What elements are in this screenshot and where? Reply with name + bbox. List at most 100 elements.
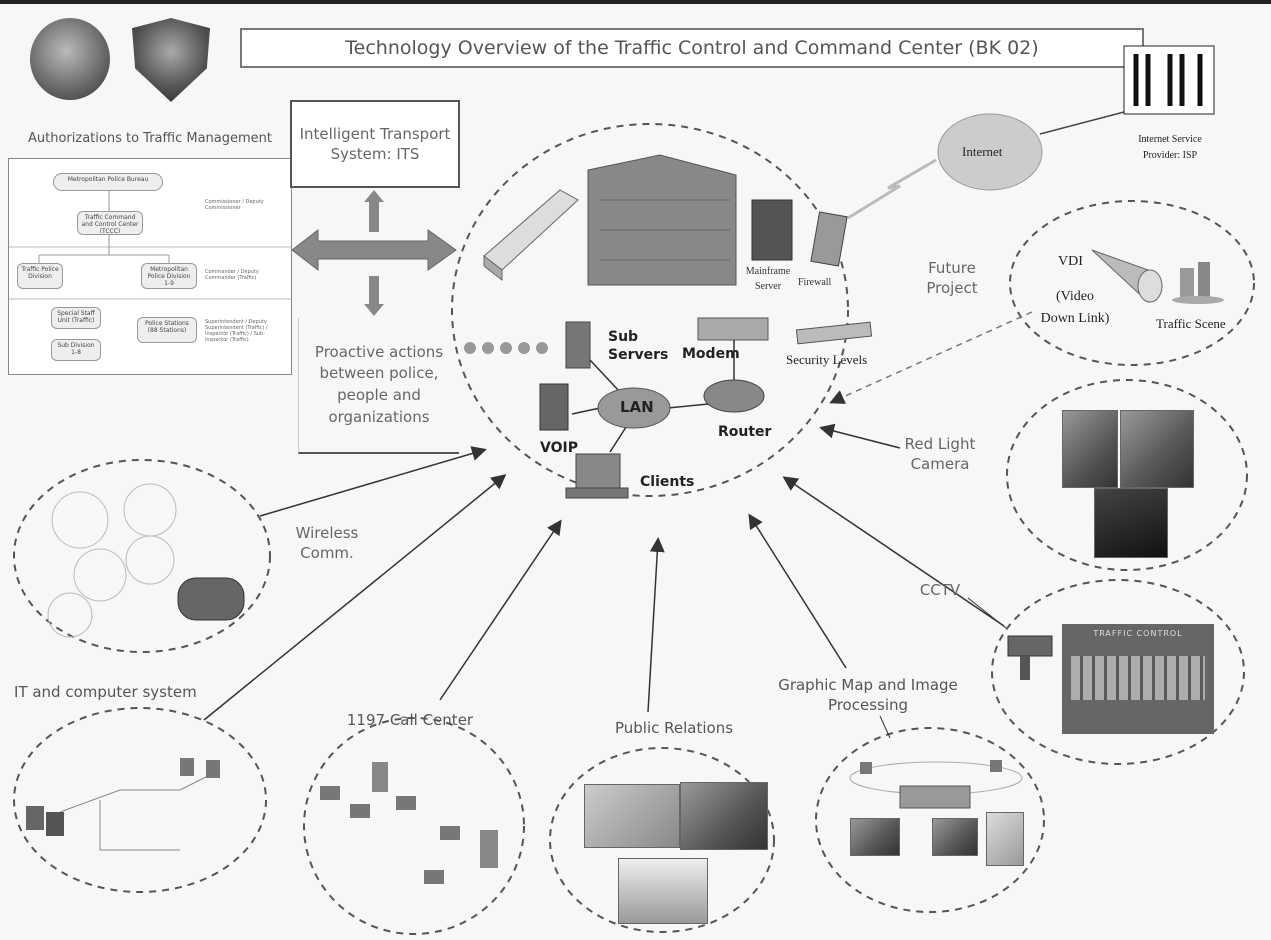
proactive-label: Proactive actions between police, people…	[314, 342, 444, 426]
isp-label: Internet Service Provider: ISP	[1138, 134, 1202, 161]
vdi-lens-icon	[1137, 269, 1163, 303]
router-icon	[703, 379, 765, 413]
arrow-public-relations	[647, 537, 665, 713]
isp-link-line	[1039, 111, 1125, 135]
wireless-circle	[13, 459, 271, 653]
cctv-screen-label: TRAFFIC CONTROL	[1093, 629, 1183, 638]
org-node-left3: Sub Division 1-8	[51, 339, 101, 361]
police-seal-logo	[30, 18, 110, 100]
lan-cloud	[597, 387, 671, 429]
router-label: Router	[718, 424, 772, 440]
map-photo-2	[932, 818, 978, 856]
map-caption-connector	[879, 715, 891, 739]
sub-server-icon	[565, 321, 591, 369]
modem-icon	[697, 317, 769, 341]
mainframe-label: Mainframe Server	[745, 266, 791, 292]
vdi-sub-label: (Video Down Link)	[1040, 289, 1110, 326]
lan-link-router	[667, 403, 709, 409]
public-relations-label: Public Relations	[614, 719, 734, 737]
arrow-cctv	[782, 476, 1005, 627]
red-light-photo-2	[1120, 410, 1194, 488]
arrow-wireless	[259, 446, 487, 517]
org-note-3: Superintendent / Deputy Superintendent (…	[205, 319, 268, 343]
lan-link-subservers	[589, 359, 621, 393]
org-chart-lines	[9, 191, 291, 300]
arrow-future-project	[829, 311, 1033, 404]
arrow-red-light	[819, 423, 901, 449]
org-node-center: Traffic Command and Control Center (TCCC…	[77, 211, 143, 235]
page-title: Technology Overview of the Traffic Contr…	[240, 28, 1144, 68]
isp-server-icon	[1123, 45, 1215, 115]
graphic-map-label: Graphic Map and Image Processing	[778, 676, 958, 715]
cctv-circle	[991, 579, 1245, 765]
tower-building-illustration	[587, 154, 737, 286]
double-arrow-up	[364, 190, 384, 232]
org-chart: Metropolitan Police Bureau Traffic Comma…	[8, 158, 292, 375]
client-keyboard-icon	[565, 487, 629, 499]
security-levels-label: Security Levels	[786, 352, 868, 367]
cctv-monitor-wall-photo: TRAFFIC CONTROL	[1062, 624, 1214, 734]
central-circle	[451, 123, 849, 497]
its-label: Intelligent Transport System: ITS	[299, 124, 451, 163]
red-light-camera-circle	[1006, 379, 1248, 571]
modem-label: Modem	[682, 346, 740, 362]
internet-label: Internet	[962, 144, 1003, 159]
cctv-label: CCTV	[919, 581, 961, 599]
its-box: Intelligent Transport System: ITS	[290, 100, 460, 188]
voip-label: VOIP	[540, 440, 578, 456]
red-light-label: Red Light Camera	[904, 435, 976, 474]
wireless-label: Wireless Comm.	[295, 524, 359, 563]
wireless-network-illustration	[47, 483, 245, 638]
it-network-illustration	[26, 758, 221, 851]
org-note-2: Commander / Deputy Commander (Traffic)	[205, 269, 259, 281]
clients-label: Clients	[640, 474, 695, 490]
red-light-photo-3	[1094, 488, 1168, 558]
arrow-it-system	[203, 474, 507, 721]
graphic-map-circle	[815, 727, 1045, 913]
it-system-label: IT and computer system	[14, 683, 197, 701]
lan-link-voip	[571, 407, 601, 415]
red-light-photo-1	[1062, 410, 1118, 488]
public-relations-circle	[549, 747, 775, 933]
cctv-caption-connector	[967, 597, 1007, 629]
client-computer-icon	[575, 453, 621, 489]
channel-illustration	[483, 189, 579, 282]
authorizations-heading: Authorizations to Traffic Management	[28, 131, 272, 146]
double-arrow-horizontal	[291, 228, 457, 272]
top-rule	[0, 0, 1271, 4]
it-system-circle	[13, 707, 267, 893]
arrow-graphic-map	[748, 513, 847, 669]
voip-phone-icon	[539, 383, 569, 431]
sub-servers-label: Sub Servers	[608, 329, 669, 364]
pr-photo-website	[618, 858, 708, 924]
lan-link-clients	[609, 423, 629, 453]
future-project-circle	[1009, 200, 1255, 366]
org-node-right1: Metropolitan Police Division 1-9	[141, 263, 197, 289]
lan-label: LAN	[620, 398, 654, 416]
map-photo-3	[986, 812, 1024, 866]
traffic-scene-icon	[1172, 262, 1224, 304]
firewall-label: Firewall	[798, 277, 832, 288]
org-note-1: Commissioner / Deputy Commissioner	[205, 199, 264, 211]
map-photo-1	[850, 818, 900, 856]
future-project-label: Future Project	[926, 259, 978, 298]
double-arrow-down	[364, 276, 384, 316]
lightning-link-icon	[847, 158, 937, 220]
proactive-box: Proactive actions between police, people…	[298, 318, 459, 454]
firewall-icon	[810, 211, 848, 267]
cctv-screen-grid	[1071, 656, 1205, 700]
cctv-camera-icon	[1007, 635, 1053, 680]
security-levels-icon	[795, 321, 873, 345]
internet-cloud	[937, 113, 1043, 191]
map-network-illustration	[849, 760, 1023, 809]
arrow-call-center	[439, 519, 562, 701]
org-node-left2: Special Staff Unit (Traffic)	[51, 307, 101, 329]
traffic-scene-label: Traffic Scene	[1156, 316, 1226, 331]
call-center-circle	[303, 717, 525, 935]
org-node-top: Metropolitan Police Bureau	[53, 173, 163, 191]
mainframe-server-icon	[751, 199, 793, 261]
pr-photo-office	[584, 784, 680, 848]
org-node-left1: Traffic Police Division	[17, 263, 63, 289]
small-devices-icons	[464, 342, 548, 354]
org-node-right2: Police Stations (88 Stations)	[137, 317, 197, 343]
